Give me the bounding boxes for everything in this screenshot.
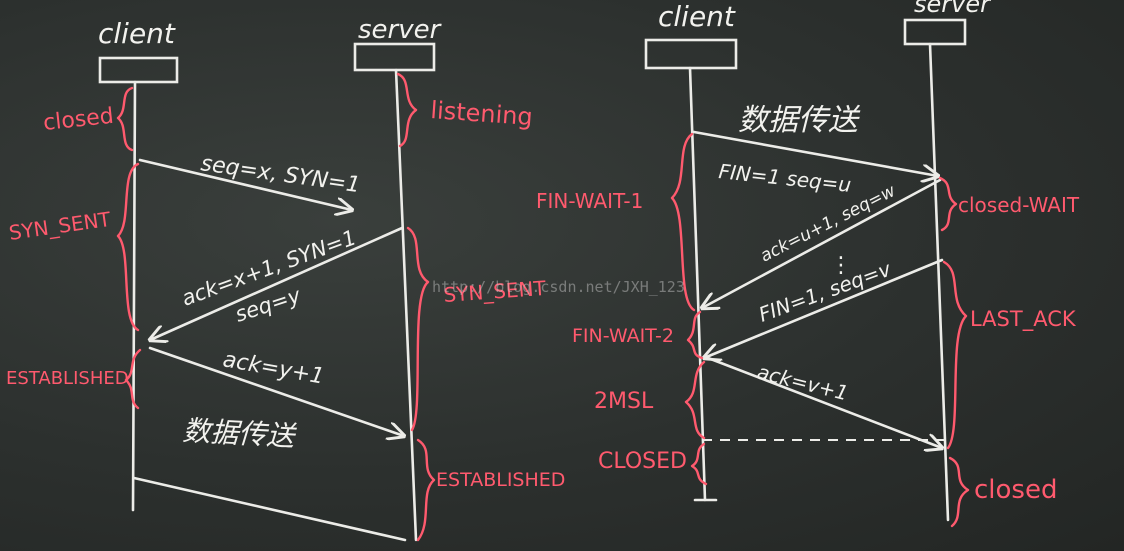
- teardown-brace-server-closed: [948, 456, 970, 528]
- watermark: http://blog.csdn.net/JXH_123: [432, 278, 685, 296]
- handshake-brace-established: [124, 348, 142, 410]
- handshake-server-lifeline: [394, 68, 418, 542]
- handshake-brace-server-established: [416, 438, 436, 542]
- teardown-server-box: [903, 18, 967, 46]
- handshake-brace-closed: [116, 86, 134, 152]
- handshake-data-line: [132, 476, 407, 542]
- teardown-client-label: client: [658, 0, 736, 33]
- teardown-client-state-2msl: 2MSL: [594, 389, 654, 414]
- teardown-server-label: server: [914, 0, 992, 18]
- handshake-client-state-established: ESTABLISHED: [6, 368, 129, 389]
- handshake-data-transfer: 数据传送: [182, 414, 299, 453]
- teardown-ack2-arrow: [706, 356, 942, 448]
- teardown-client-lifeline: [688, 66, 707, 502]
- handshake-server-box: [353, 42, 436, 72]
- teardown-diagram: client server 数据传送 FIN=1 seq=u ack=u+1, …: [536, 0, 1080, 528]
- teardown-fin1-arrow: [692, 130, 938, 176]
- teardown-server-state-closewait: closed-WAIT: [958, 193, 1080, 217]
- handshake-msg-ack: ack=y+1: [221, 347, 326, 389]
- handshake-server-state-established: ESTABLISHED: [436, 469, 565, 491]
- handshake-brace-server-synsent: [406, 226, 430, 432]
- handshake-brace-listening: [396, 72, 418, 148]
- teardown-fin2-arrow: [704, 258, 944, 358]
- handshake-server-state-listening: listening: [430, 96, 534, 131]
- handshake-client-state-synsent: SYN_SENT: [7, 207, 113, 245]
- handshake-synack-arrow: [150, 226, 404, 340]
- handshake-brace-synsent: [116, 162, 140, 332]
- teardown-ellipsis: ⋮: [830, 253, 852, 278]
- handshake-ack-arrow: [148, 346, 404, 436]
- teardown-client-box: [644, 38, 738, 70]
- handshake-client-lifeline: [131, 80, 137, 512]
- teardown-data-transfer: 数据传送: [738, 103, 861, 138]
- handshake-syn-arrow: [138, 158, 352, 210]
- teardown-client-state-closed: CLOSED: [598, 449, 687, 474]
- teardown-brace-lastack: [942, 260, 968, 450]
- teardown-brace-2msl: [684, 360, 706, 440]
- teardown-server-lifeline: [928, 42, 950, 522]
- handshake-client-state-closed: closed: [42, 104, 115, 136]
- teardown-brace-closed: [690, 442, 708, 486]
- handshake-msg-syn: seq=x, SYN=1: [199, 151, 362, 198]
- handshake-client-box: [98, 56, 179, 84]
- handshake-client-label: client: [98, 17, 176, 50]
- teardown-client-state-finwait2: FIN-WAIT-2: [572, 325, 674, 347]
- teardown-client-state-finwait1: FIN-WAIT-1: [536, 189, 643, 213]
- teardown-server-state-closed: closed: [974, 475, 1057, 505]
- teardown-brace-finwait1: [670, 132, 696, 312]
- handshake-server-label: server: [358, 15, 443, 45]
- teardown-server-state-lastack: LAST_ACK: [970, 307, 1077, 332]
- teardown-msg-ack2: ack=v+1: [755, 360, 851, 406]
- teardown-ack1-arrow: [702, 178, 942, 308]
- teardown-brace-closewait: [938, 176, 958, 232]
- teardown-msg-fin1: FIN=1 seq=u: [717, 159, 852, 197]
- teardown-brace-finwait2: [686, 310, 704, 360]
